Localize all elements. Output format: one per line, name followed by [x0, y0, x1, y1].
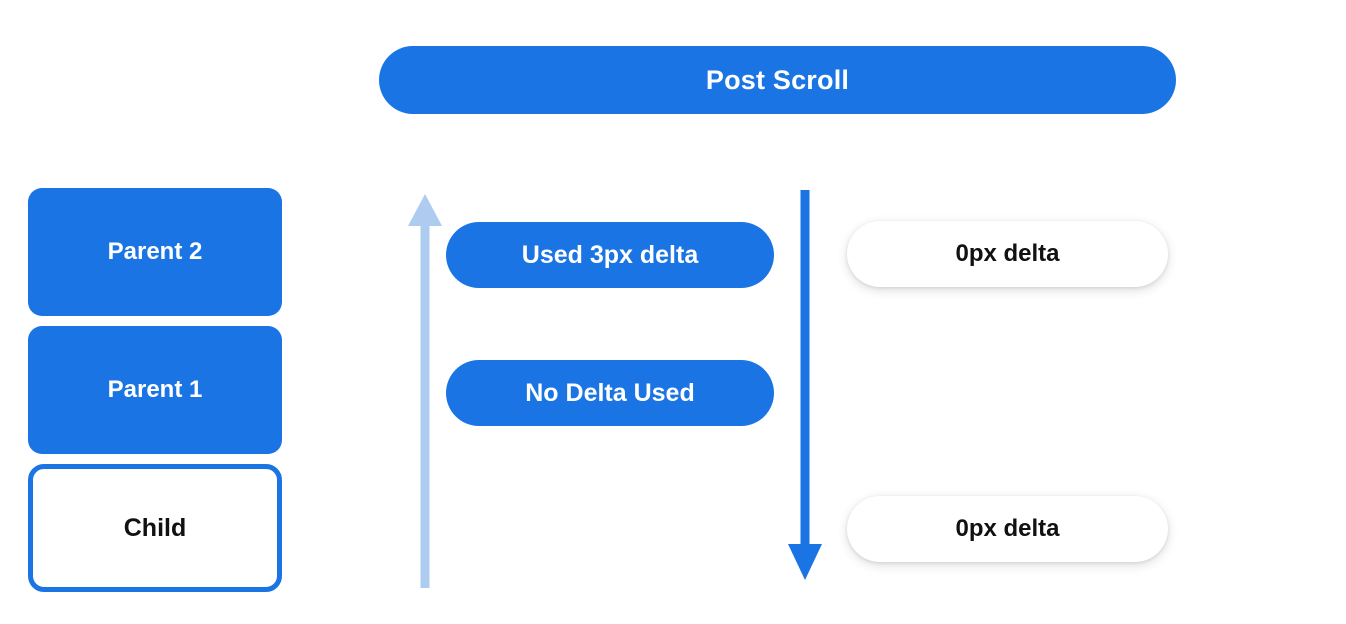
scroll-chain-item-label: Parent 2 [107, 238, 203, 265]
post-scroll-header: Post Scroll [379, 46, 1176, 114]
scroll-chain-item-label: Child [123, 513, 187, 542]
delta-pill-used-3px[interactable]: Used 3px delta [446, 222, 774, 288]
scroll-chain-stack: Parent 2 Parent 1 Child [28, 188, 282, 592]
delta-pill-label: Used 3px delta [521, 240, 699, 269]
scroll-chain-item-child[interactable]: Child [28, 464, 282, 592]
upward-arrow-icon [408, 194, 442, 588]
result-pill-label: 0px delta [955, 515, 1060, 542]
post-scroll-header-label: Post Scroll [705, 64, 850, 95]
delta-pill-no-delta-used[interactable]: No Delta Used [446, 360, 774, 426]
scroll-chain-item-parent-2[interactable]: Parent 2 [28, 188, 282, 316]
result-pill-top[interactable]: 0px delta [847, 221, 1168, 287]
delta-pill-label: No Delta Used [525, 378, 695, 407]
downward-arrow-icon [788, 190, 822, 580]
result-pill-bottom[interactable]: 0px delta [847, 496, 1168, 562]
result-pill-label: 0px delta [955, 240, 1060, 267]
scroll-chain-item-parent-1[interactable]: Parent 1 [28, 326, 282, 454]
scroll-chain-item-label: Parent 1 [107, 376, 203, 403]
